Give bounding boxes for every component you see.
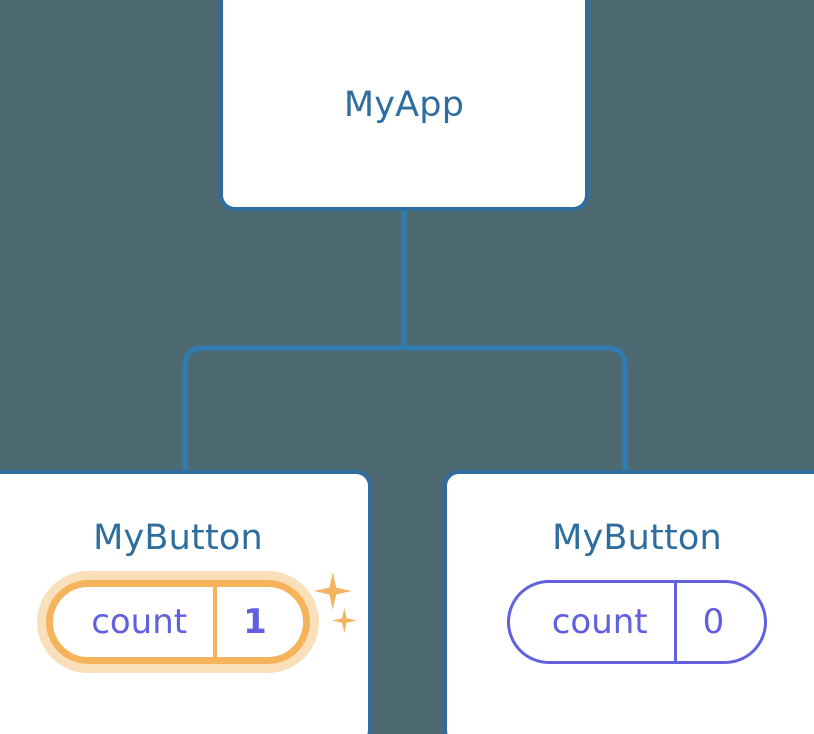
node-mybutton-left[interactable]: MyButton count 1 xyxy=(0,470,372,734)
badge-value-left: 1 xyxy=(213,587,303,657)
node-title-root: MyApp xyxy=(343,85,465,125)
sparkle-group xyxy=(310,572,366,664)
node-mybutton-right[interactable]: MyButton count 0 xyxy=(443,470,814,734)
badge-key-right: count xyxy=(551,602,648,642)
connector-branch xyxy=(182,345,628,470)
state-badge-count-highlighted[interactable]: count 1 xyxy=(46,580,310,664)
badge-wrap-right: count 0 xyxy=(506,580,768,664)
state-badge-count-plain[interactable]: count 0 xyxy=(506,580,768,664)
badge-value-right: 0 xyxy=(673,583,765,661)
node-title-right: MyButton xyxy=(552,518,722,558)
sparkle-large-icon xyxy=(313,572,352,610)
badge-wrap-left: count 1 xyxy=(46,572,357,664)
node-myapp[interactable]: MyApp xyxy=(219,0,589,211)
sparkle-small-icon xyxy=(331,608,357,633)
badge-key-left: count xyxy=(91,602,188,642)
node-title-left: MyButton xyxy=(93,518,263,558)
